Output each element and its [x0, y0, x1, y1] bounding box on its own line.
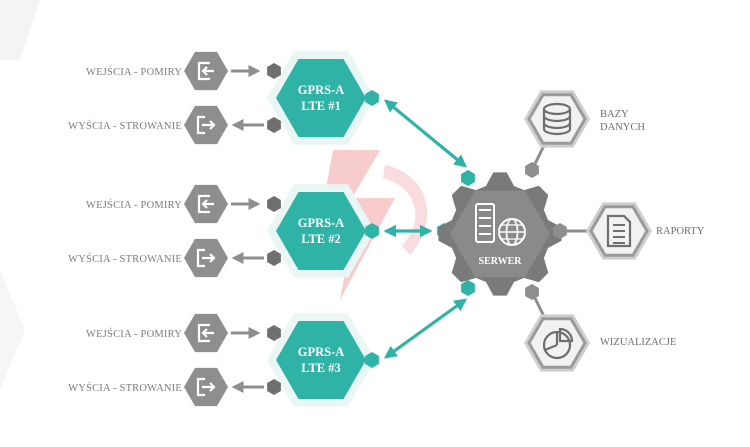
devices-layer: GPRS-A LTE #1 WEJŚCIA - POMIRY WYŚCIA - STR…: [68, 51, 375, 407]
output-label-line1: WIZUALIZACJE: [600, 337, 676, 348]
pie-wedge: [558, 327, 574, 343]
input-connector-dot: [267, 325, 281, 341]
database-icon: [542, 102, 572, 136]
db-ring: [542, 122, 572, 130]
pie-chart-icon: [542, 327, 574, 360]
output-node[interactable]: RAPORTY: [553, 202, 705, 260]
input-label: WEJŚCIA - POMIRY: [86, 199, 182, 211]
device-hexagon[interactable]: [276, 192, 366, 270]
device-label-line2: LTE #3: [301, 361, 341, 375]
output-arrow-icon-frame: [196, 377, 205, 397]
output-node[interactable]: BAZY DANYCH: [524, 90, 645, 178]
device-group: GPRS-A LTE #3 WEJŚCIA - POMIRY WYŚCIA - STR…: [68, 313, 375, 407]
doc-page: [606, 214, 632, 248]
device-server-link: [383, 298, 468, 359]
output-label-line2: DANYCH: [600, 122, 645, 133]
output-arrow-icon: [202, 253, 216, 263]
input-arrow-icon-frame: [197, 61, 210, 81]
outputs-layer: BAZY DANYCH RAPORTY WIZUALIZACJE: [524, 90, 705, 372]
output-connector-dot: [267, 250, 281, 266]
output-arrow-icon: [202, 120, 216, 130]
server-layer: SERWER: [438, 172, 562, 296]
output-arrow-icon: [202, 382, 216, 392]
server-globe-icon: [475, 203, 526, 246]
output-arrow-icon-frame: [196, 115, 205, 135]
device-label-line1: GPRS-A: [298, 345, 345, 359]
output-hexagon: [527, 93, 587, 145]
server-node[interactable]: SERWER: [438, 172, 562, 296]
db-ring: [542, 115, 572, 123]
document-icon: [606, 214, 632, 248]
input-arrow-icon: [201, 328, 214, 338]
output-arrow-icon-frame: [196, 248, 205, 268]
links-layer: [365, 90, 475, 368]
output-connector-dot: [267, 379, 281, 395]
server-label: SERWER: [479, 256, 523, 267]
output-label: WYŚCIA - STROWANIE: [68, 120, 182, 132]
output-connector-dot: [267, 117, 281, 133]
device-label-line1: GPRS-A: [298, 216, 345, 230]
background-band: [0, 270, 25, 390]
output-label: WYŚCIA - STROWANIE: [68, 382, 182, 394]
output-connector-dot: [525, 284, 539, 300]
background-band: [0, 0, 40, 60]
device-hexagon[interactable]: [276, 321, 366, 399]
input-arrow-icon-frame: [197, 194, 210, 214]
device-group: GPRS-A LTE #2 WEJŚCIA - POMIRY WYŚCIA - STR…: [68, 184, 375, 278]
input-connector-dot: [267, 196, 281, 212]
output-node[interactable]: WIZUALIZACJE: [524, 284, 676, 372]
input-arrow-icon: [201, 66, 214, 76]
output-label-line1: BAZY: [600, 109, 629, 120]
output-label: WYŚCIA - STROWANIE: [68, 253, 182, 265]
server-rack: [475, 203, 495, 243]
input-label: WEJŚCIA - POMIRY: [86, 66, 182, 78]
output-connector-dot: [553, 223, 567, 239]
db-body: [542, 109, 572, 136]
device-hexagon[interactable]: [276, 59, 366, 137]
input-arrow-icon-frame: [197, 323, 210, 343]
device-label-line2: LTE #1: [301, 99, 341, 113]
pie-slices: [544, 332, 559, 352]
device-server-link: [384, 99, 467, 168]
input-label: WEJŚCIA - POMIRY: [86, 328, 182, 340]
device-connector-dot: [365, 352, 379, 368]
input-connector-dot: [267, 63, 281, 79]
device-connector-dot: [365, 223, 379, 239]
output-connector-dot: [525, 162, 539, 178]
device-group: GPRS-A LTE #1 WEJŚCIA - POMIRY WYŚCIA - STR…: [68, 51, 375, 145]
device-label-line2: LTE #2: [301, 232, 341, 246]
device-connector-dot: [365, 90, 379, 106]
server-connector-dot: [461, 280, 475, 296]
server-connector-dot: [461, 170, 475, 186]
input-arrow-icon: [201, 199, 214, 209]
device-label-line1: GPRS-A: [298, 83, 345, 97]
output-label-line1: RAPORTY: [656, 226, 705, 237]
